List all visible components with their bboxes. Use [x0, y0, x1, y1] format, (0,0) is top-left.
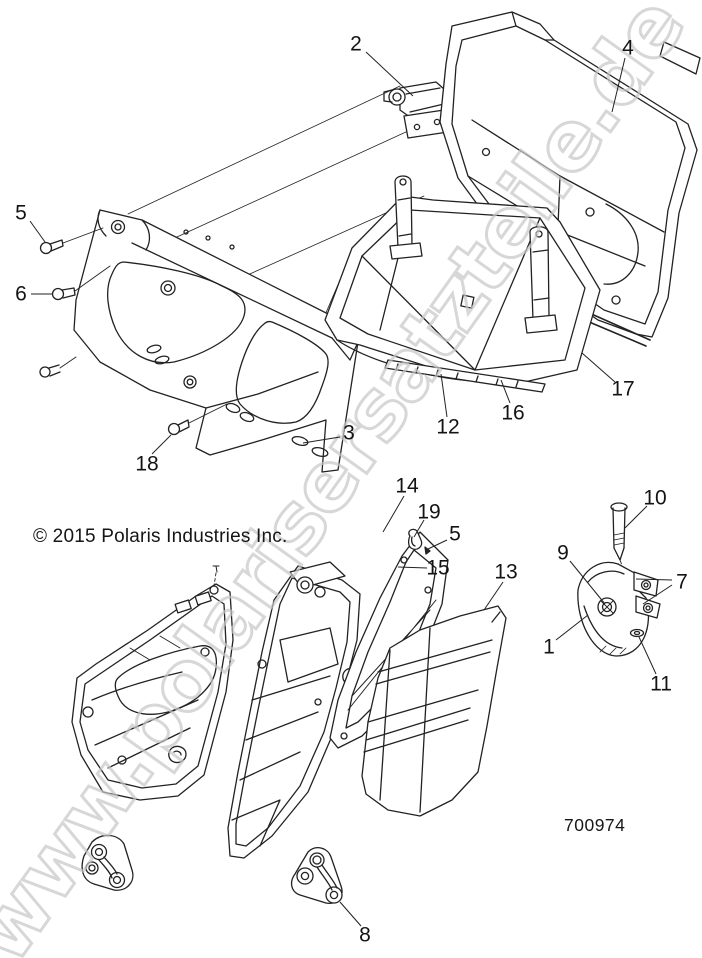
- callout-12: 12: [436, 415, 460, 439]
- leader-line-18: [151, 434, 172, 455]
- callout-10: 10: [643, 486, 667, 510]
- callout-19: 19: [417, 500, 441, 524]
- callout-13: 13: [494, 560, 518, 584]
- leader-line-15: [397, 566, 428, 569]
- callout-16: 16: [501, 401, 525, 425]
- callout-4: 4: [622, 36, 634, 60]
- leader-line-5: [29, 220, 46, 243]
- callout-14: 14: [395, 474, 419, 498]
- door-assembly-middle-drawing: [227, 561, 361, 859]
- leader-line-12: [440, 373, 448, 418]
- leader-line-7: [635, 578, 673, 581]
- callout-18: 18: [135, 452, 159, 476]
- leader-line-3: [302, 436, 341, 444]
- part-13-outer-panel-drawing: [361, 605, 507, 817]
- callout-9: 9: [557, 541, 569, 565]
- callout-5: 5: [15, 201, 27, 225]
- callout-15: 15: [426, 556, 450, 580]
- leader-line-1: [555, 614, 589, 641]
- part-8-hinge-brackets-drawing: [81, 834, 343, 904]
- callout-8: 8: [359, 923, 371, 947]
- leader-line-8: [339, 901, 362, 927]
- part-12-inner-door-drawing: [324, 175, 601, 393]
- leader-lines: [29, 51, 673, 927]
- leader-line-5: [427, 539, 448, 550]
- leader-line-2: [365, 51, 414, 97]
- callout-6: 6: [15, 282, 27, 306]
- leader-line-14: [382, 495, 405, 533]
- leader-line-9: [569, 560, 606, 605]
- diagram-part-number: 700974: [564, 815, 626, 835]
- part-14-door-frame-drawing: [329, 528, 449, 749]
- callout-1: 1: [543, 635, 555, 659]
- callout-7: 7: [676, 570, 688, 594]
- callout-5: 5: [449, 522, 461, 546]
- door-assembly-left-drawing: [71, 565, 234, 801]
- callout-17: 17: [611, 377, 635, 401]
- leader-line-10: [624, 505, 648, 529]
- leader-line-13: [483, 581, 504, 611]
- leader-line-19: [413, 519, 425, 538]
- leader-line-4: [611, 57, 626, 113]
- leader-line-16: [500, 379, 511, 404]
- callout-11: 11: [650, 672, 672, 696]
- callout-2: 2: [350, 32, 362, 56]
- leader-line-11: [638, 636, 657, 675]
- callout-3: 3: [343, 421, 355, 445]
- copyright-text: © 2015 Polaris Industries Inc.: [33, 526, 288, 547]
- part-2-latch-drawing: [383, 81, 453, 139]
- leader-line-7: [642, 584, 673, 605]
- leader-line-17: [581, 352, 616, 383]
- part-1-latch-assembly-drawing: [577, 502, 661, 657]
- fasteners-left-drawing: [39, 227, 228, 436]
